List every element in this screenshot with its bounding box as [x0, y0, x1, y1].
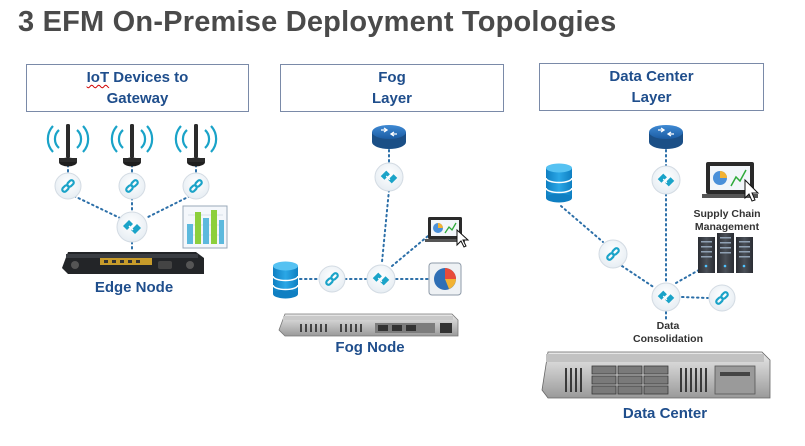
page-title: 3 EFM On-Premise Deployment Topologies: [18, 6, 617, 38]
datacenter-server-device: [541, 351, 771, 399]
dc-header-line1: Data Center: [609, 68, 694, 85]
iot-connections: [67, 159, 197, 251]
laptop-chart-icon: [702, 162, 760, 202]
edge-router-device: [62, 252, 204, 274]
iot-link-2: [118, 172, 146, 200]
laptop-chart-icon: [425, 217, 470, 248]
pie-chart-icon: [428, 262, 462, 296]
antenna-icon: [110, 122, 154, 168]
database-icon: [545, 163, 573, 203]
bar-chart-icon: [182, 205, 228, 249]
fog-server-device: [278, 313, 459, 337]
fog-header-box: Fog Layer: [280, 64, 504, 112]
fog-efm-hub: [366, 264, 396, 294]
iot-header-rest: Devices to: [109, 69, 189, 86]
dc-link-right: [708, 284, 736, 312]
iot-link-3: [182, 172, 210, 200]
fog-node-label: Fog Node: [335, 339, 405, 356]
dc-efm-hub: [651, 282, 681, 312]
supply-chain-line1: Supply Chain: [693, 208, 761, 220]
fog-efm-hub-top: [374, 162, 404, 192]
dc-efm-hub-top: [651, 165, 681, 195]
antenna-icon: [174, 122, 218, 168]
data-center-label: Data Center: [622, 405, 708, 422]
iot-header-line1: IoT Devices to: [27, 67, 248, 88]
fog-connections: [299, 149, 429, 280]
dc-header-line2: Layer: [631, 89, 672, 106]
router-icon: [372, 125, 406, 149]
iot-link-1: [54, 172, 82, 200]
iot-efm-hub: [116, 211, 148, 243]
iot-header-iot-word: IoT: [86, 69, 110, 86]
supply-chain-line2: Management: [694, 221, 760, 233]
iot-header-box: IoT Devices to Gateway: [26, 64, 249, 112]
dc-connections: [560, 149, 709, 323]
data-consolidation-label: Data Consolidation: [630, 320, 706, 346]
fog-link: [318, 265, 346, 293]
edge-node-label: Edge Node: [94, 279, 174, 296]
dc-link-left: [598, 239, 628, 269]
database-icon: [272, 261, 299, 299]
antenna-icon: [46, 122, 90, 168]
router-icon: [649, 125, 683, 149]
server-rack-icon: [698, 233, 753, 273]
dc-header-box: Data Center Layer: [539, 63, 764, 111]
fog-header-line1: Fog: [378, 69, 406, 86]
consolidation-line1: Data: [656, 320, 680, 332]
fog-header-line2: Layer: [371, 90, 413, 107]
consolidation-line2: Consolidation: [633, 333, 703, 345]
iot-header-line2: Gateway: [106, 90, 169, 107]
supply-chain-label: Supply Chain Management: [684, 208, 770, 234]
